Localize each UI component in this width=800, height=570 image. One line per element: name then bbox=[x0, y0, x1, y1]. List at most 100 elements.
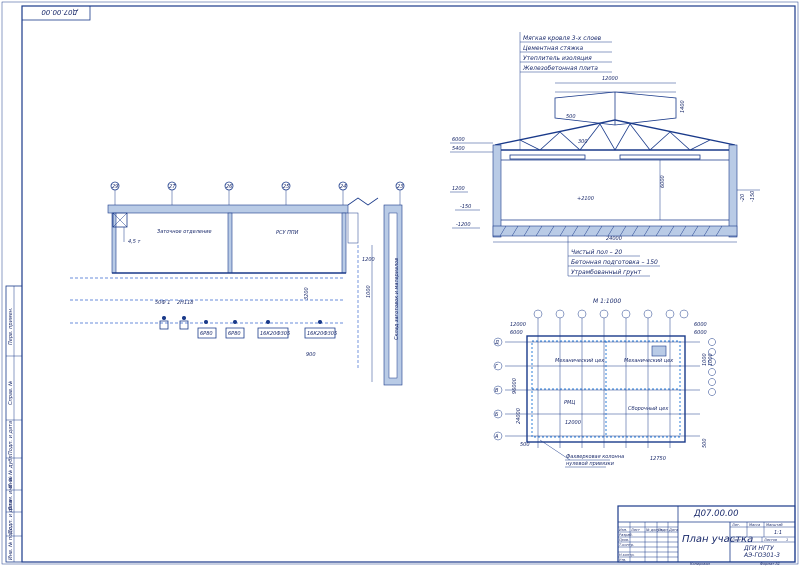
scale-value: 1:1 bbox=[774, 530, 782, 536]
plan-room-1: Механический цех bbox=[624, 358, 673, 364]
site-axis-0: 29 bbox=[112, 184, 118, 190]
machine-label-1: 2Н118 bbox=[177, 300, 193, 306]
dim-top: 1400 bbox=[680, 100, 686, 113]
plan-outline bbox=[526, 335, 686, 443]
machine-2: 6Р80 bbox=[200, 331, 213, 337]
plan-dim-5: 12000 bbox=[565, 420, 581, 426]
site-room-1: РСУ ППИ bbox=[276, 230, 299, 236]
axis-d: Д bbox=[494, 340, 499, 346]
plan-dim-7: 6000 bbox=[694, 322, 707, 328]
mass-header: Масса bbox=[749, 523, 760, 527]
plan-axes-left: Д Г В Б А bbox=[493, 337, 503, 441]
machine-3: 6Р80 bbox=[228, 331, 241, 337]
col-label-3: Дата bbox=[668, 528, 678, 532]
site-plan: 29 27 26 25 24 23 4,5 т Заточное отделен… bbox=[70, 181, 405, 386]
floor-layer-2: Утрамбованный грунт bbox=[571, 269, 642, 276]
drawing-frame bbox=[21, 5, 796, 563]
mark-m20: -20 bbox=[740, 194, 746, 202]
floor-layer-1: Бетонная подготовка – 150 bbox=[571, 259, 658, 266]
copied-label: Копировал bbox=[690, 562, 711, 566]
site-dim-2: 1000 bbox=[366, 285, 372, 298]
row-label-3: Т.контр. bbox=[619, 543, 634, 547]
plan-room-2: РМЦ bbox=[564, 400, 575, 406]
plan-dim-6: 12750 bbox=[650, 456, 666, 462]
org-line-2: АЭ-ГОЗ01-3 bbox=[743, 552, 780, 559]
site-grid-axes: 29 27 26 25 24 23 bbox=[110, 181, 405, 205]
sheet-label: Лист bbox=[731, 538, 742, 542]
floor-slab bbox=[492, 225, 738, 237]
layer-1: Цементная стяжка bbox=[523, 45, 584, 52]
plan-axes-right bbox=[708, 338, 716, 396]
row-label-1: Разраб. bbox=[619, 533, 633, 537]
top-code: Д07.00.00 bbox=[41, 8, 79, 16]
col-label-2: Подп. bbox=[658, 528, 669, 532]
machine-5: 16К20Ф305 bbox=[307, 331, 337, 337]
layer-0: Мягкая кровля 3-х слоев bbox=[523, 35, 602, 42]
roof-layer-callouts: Мягкая кровля 3-х слоев Цементная стяжка… bbox=[519, 32, 612, 150]
plan-callout-1: нулевой привязки bbox=[566, 461, 615, 467]
mark-5400: 5400 bbox=[452, 146, 465, 152]
dim-300: 300 bbox=[578, 139, 588, 145]
machine-4: 16К20Ф305 bbox=[260, 331, 290, 337]
row-label-0: Изм. bbox=[619, 528, 627, 532]
title-block: Д07.00.00 Изм. Разраб. Пров. Т.контр. Н.… bbox=[617, 505, 796, 566]
scale-header: Масштаб bbox=[766, 523, 783, 527]
plan-dim-3: 24000 bbox=[516, 408, 522, 424]
axis-b: Б bbox=[495, 412, 499, 418]
sheets-value: 1 bbox=[786, 538, 788, 542]
building-plan: М 1:1000 Д Г В Б А Механиче bbox=[493, 298, 716, 468]
plan-dim-8: 6000 bbox=[694, 330, 707, 336]
site-axis-2: 26 bbox=[226, 184, 232, 190]
plan-axes-top bbox=[533, 309, 689, 319]
strip-label-6: Инв. № подл. bbox=[8, 526, 14, 561]
roof-truss bbox=[494, 119, 736, 146]
axis-a: А bbox=[494, 434, 499, 440]
title-code: Д07.00.00 bbox=[693, 509, 739, 519]
site-axis-3: 25 bbox=[283, 184, 289, 190]
row-label-5: Утв. bbox=[619, 558, 626, 562]
strip-label-1: Справ. № bbox=[8, 381, 14, 405]
strip-label-5: Подп. и дата bbox=[8, 500, 14, 534]
stage-header: Лит. bbox=[731, 523, 740, 527]
mark-plus2100: +2100 bbox=[577, 196, 594, 202]
machine-list: 50Ф 1 2Н118 6Р80 6Р80 16К20Ф305 16К20Ф30… bbox=[155, 300, 337, 339]
mark-m1200: -1200 bbox=[456, 222, 471, 228]
side-strip: Перв. примен. Справ. № Подп. и дата Инв.… bbox=[5, 285, 23, 563]
strip-label-4: Взам. инв. № bbox=[8, 476, 14, 510]
site-small: 4,5 т bbox=[128, 239, 142, 245]
row-label-2: Пров. bbox=[619, 538, 629, 542]
plan-dim-11: 500 bbox=[702, 438, 708, 448]
row-label-4: Н.контр. bbox=[619, 553, 635, 557]
mark-m150: -150 bbox=[460, 204, 471, 210]
mark-6000: 6000 bbox=[452, 137, 465, 143]
format-label: Формат А1 bbox=[760, 562, 780, 566]
floor-layer-0: Чистый пол – 20 bbox=[571, 249, 622, 256]
site-dim-3: 900 bbox=[306, 352, 316, 358]
strip-label-0: Перв. примен. bbox=[8, 307, 14, 345]
plan-dim-4: 500 bbox=[520, 442, 530, 448]
col-label-1: № докум. bbox=[645, 528, 663, 532]
dim-height: 6000 bbox=[660, 175, 666, 188]
left-wall bbox=[492, 144, 502, 238]
layer-3: Железобетонная плита bbox=[522, 65, 598, 72]
plan-dim-10: 1000 bbox=[708, 353, 714, 366]
dim-total: 24000 bbox=[606, 236, 622, 242]
plan-dim-2: 96000 bbox=[512, 378, 518, 394]
plan-room-3: Сборочный цех bbox=[628, 406, 668, 412]
org-line-1: ДГИ НГТУ bbox=[743, 545, 774, 552]
mark-1200: 1200 bbox=[452, 186, 465, 192]
mark-m150r: -150 bbox=[750, 191, 756, 202]
sheets-label: Листов bbox=[763, 538, 777, 542]
col-label-0: Лист bbox=[630, 528, 641, 532]
layer-2: Утеплитель изоляция bbox=[523, 55, 592, 62]
site-axis-1: 27 bbox=[169, 184, 176, 190]
plan-scale: М 1:1000 bbox=[593, 298, 621, 305]
dim-span: 12000 bbox=[602, 76, 618, 82]
right-wall bbox=[728, 144, 738, 238]
site-room-0: Заточное отделение bbox=[157, 229, 212, 235]
drawing-title: План участка bbox=[682, 534, 753, 545]
site-top-wall bbox=[107, 204, 349, 214]
site-axis-5: 23 bbox=[397, 184, 403, 190]
